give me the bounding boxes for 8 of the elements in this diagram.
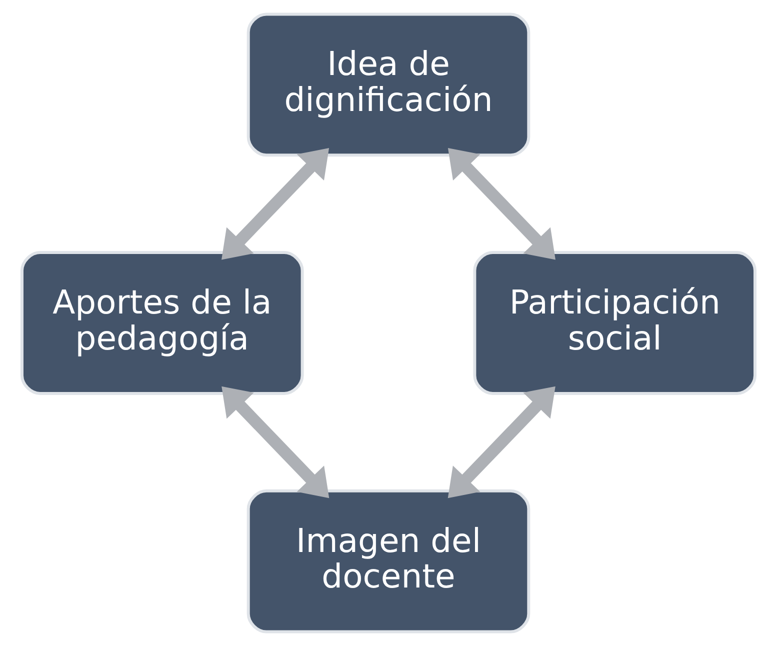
node-box: Participación social — [472, 251, 756, 395]
node-box: Idea de dignificación — [246, 12, 530, 157]
arrow — [447, 148, 555, 260]
arrow — [447, 386, 555, 498]
node-box: Imagen del docente — [246, 489, 530, 634]
node-box: Aportes de la pedagogía — [20, 251, 304, 395]
arrow — [221, 148, 329, 260]
arrow — [221, 386, 329, 498]
